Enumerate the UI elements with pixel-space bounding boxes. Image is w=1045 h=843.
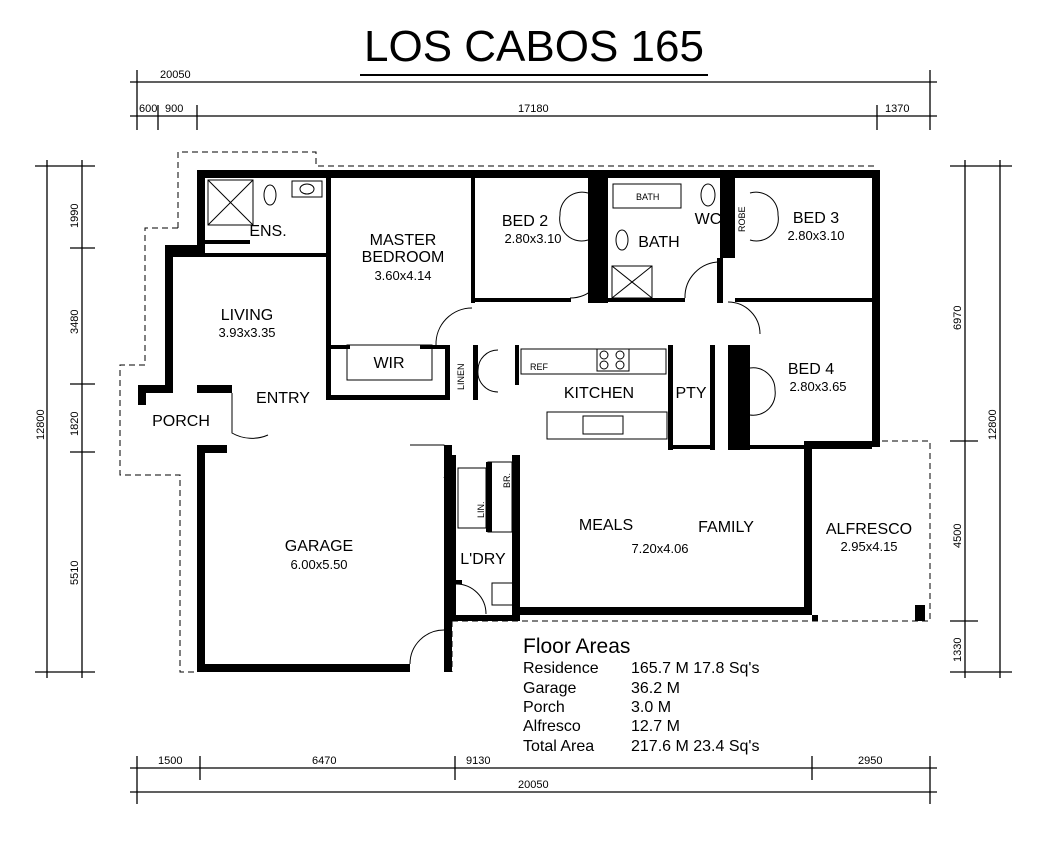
dim-top-overall: 20050 — [160, 69, 191, 81]
floor-areas-heading: Floor Areas — [523, 635, 630, 658]
room-bed4: BED 4 — [788, 361, 834, 378]
robe-bed2: ROBE — [595, 206, 605, 232]
area-value: 36.2 M — [631, 680, 680, 697]
dim-right-seg: 6970 — [952, 306, 964, 330]
dim-right-seg: 4500 — [952, 524, 964, 548]
dim-right-overall: 12800 — [987, 409, 999, 440]
dim-bottom-seg: 6470 — [312, 755, 336, 767]
dim-left-seg: 5510 — [69, 561, 81, 585]
bathtub — [612, 183, 682, 209]
dim-top-seg: 1370 — [885, 103, 909, 115]
fridge-label: REF — [530, 362, 549, 372]
room-family: FAMILY — [698, 519, 754, 536]
room-ensuite: ENS. — [249, 223, 286, 240]
shower — [207, 179, 254, 226]
area-value: 165.7 M 17.8 Sq's — [631, 660, 759, 677]
room-master-bedroom-line2: BEDROOM — [362, 249, 445, 266]
dim-left-seg: 3480 — [69, 310, 81, 334]
area-label: Alfresco — [523, 718, 581, 735]
room-porch: PORCH — [152, 413, 210, 430]
area-label: Porch — [523, 699, 565, 716]
room-living-size: 3.93x3.35 — [218, 325, 275, 340]
room-garage: GARAGE — [285, 538, 353, 555]
fixtures — [207, 179, 716, 606]
room-wc: WC — [695, 211, 722, 228]
room-wir: WIR — [373, 355, 404, 372]
interior-walls — [173, 178, 872, 615]
dim-bottom-seg: 9130 — [466, 755, 490, 767]
robe-bed3: ROBE — [737, 206, 747, 232]
area-value: 3.0 M — [631, 699, 671, 716]
room-bed2-size: 2.80x3.10 — [504, 231, 561, 246]
robe-bed4: ROBE — [737, 382, 747, 408]
walls — [138, 170, 925, 672]
dim-top-seg: 900 — [165, 103, 183, 115]
door-swings — [231, 191, 779, 665]
linen-label: LINEN — [456, 363, 466, 390]
dim-left-seg: 1990 — [69, 204, 81, 228]
area-label: Total Area — [523, 738, 594, 755]
room-alfresco: ALFRESCO — [826, 521, 912, 538]
dim-top-seg: 17180 — [518, 103, 549, 115]
room-kitchen: KITCHEN — [564, 385, 634, 402]
floor-areas-table: Floor Areas Residence 165.7 M 17.8 Sq's … — [523, 635, 759, 755]
room-bath: BATH — [638, 234, 679, 251]
area-value: 12.7 M — [631, 718, 680, 735]
room-living: LIVING — [221, 307, 273, 324]
area-label: Residence — [523, 660, 599, 677]
area-value: 217.6 M 23.4 Sq's — [631, 738, 759, 755]
broom-label: BR. — [502, 473, 512, 488]
bathtub-label: BATH — [636, 192, 659, 202]
room-laundry: L'DRY — [460, 551, 506, 568]
dim-left-overall: 12800 — [35, 409, 47, 440]
area-label: Garage — [523, 680, 576, 697]
room-bed3-size: 2.80x3.10 — [787, 228, 844, 243]
room-pantry: PTY — [675, 385, 706, 402]
dimension-lines — [35, 70, 1012, 804]
dim-bottom-seg: 2950 — [858, 755, 882, 767]
dim-bottom-overall: 20050 — [518, 779, 549, 791]
dim-bottom-seg: 1500 — [158, 755, 182, 767]
room-entry: ENTRY — [256, 390, 310, 407]
room-alfresco-size: 2.95x4.15 — [840, 539, 897, 554]
room-master-size: 3.60x4.14 — [374, 268, 431, 283]
plan-title: LOS CABOS 165 — [360, 22, 708, 76]
dim-left-seg: 1820 — [69, 412, 81, 436]
room-meals-size: 7.20x4.06 — [631, 541, 688, 556]
dim-right-seg: 1330 — [952, 638, 964, 662]
room-meals: MEALS — [579, 517, 633, 534]
room-garage-size: 6.00x5.50 — [290, 557, 347, 572]
room-bed4-size: 2.80x3.65 — [789, 379, 846, 394]
room-bed3: BED 3 — [793, 210, 839, 227]
room-master-bedroom: MASTER — [370, 232, 437, 249]
dim-top-seg: 600 — [139, 103, 157, 115]
room-bed2: BED 2 — [502, 213, 548, 230]
linen-label-2: LIN. — [476, 501, 486, 518]
